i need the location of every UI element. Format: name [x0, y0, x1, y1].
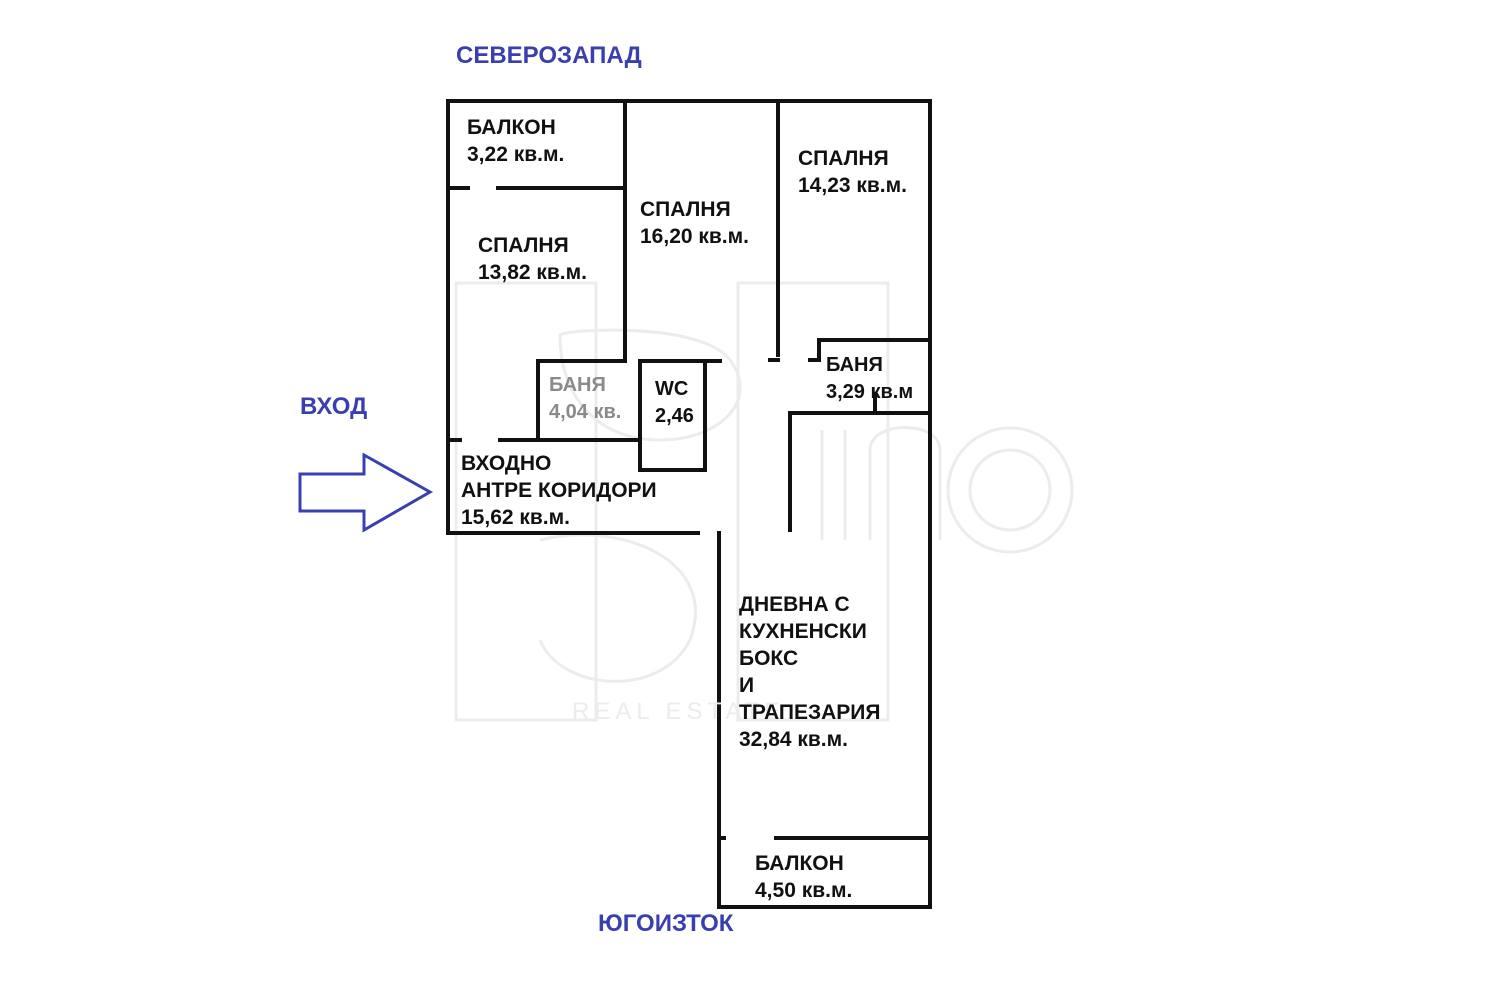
room-area: 14,23 кв.м.	[798, 174, 908, 197]
room-area: 32,84 кв.м.	[739, 728, 849, 751]
room-area: 13,82 кв.м.	[478, 261, 588, 284]
room-bathroom-1: БАНЯ 4,04 кв.	[549, 372, 621, 426]
entrance-arrow	[298, 452, 434, 533]
room-name: СПАЛНЯ	[640, 198, 731, 221]
room-name-line1: ДНЕВНА С	[739, 593, 850, 616]
room-area: 16,20 кв.м.	[640, 225, 750, 248]
watermark-logo	[454, 281, 1074, 722]
room-name-line1: ВХОДНО	[461, 452, 552, 475]
entrance-label: ВХОД	[300, 393, 368, 420]
room-name-line5: ТРАПЕЗАРИЯ	[739, 701, 881, 724]
room-name: СПАЛНЯ	[798, 147, 889, 170]
room-area: 15,62 кв.м.	[461, 506, 571, 529]
room-name: БАНЯ	[826, 354, 883, 376]
room-name: БАНЯ	[549, 374, 606, 396]
walls	[446, 99, 932, 909]
room-wc: WC 2,46	[655, 376, 694, 430]
watermark-tagline: REAL ESTATE	[572, 698, 786, 725]
room-bedroom-1: СПАЛНЯ 13,82 кв.м.	[478, 232, 587, 286]
room-bathroom-2: БАНЯ 3,29 кв.м	[826, 352, 913, 406]
room-area: 2,46	[655, 405, 694, 427]
direction-south-label: ЮГОИЗТОК	[598, 910, 734, 937]
room-name-line2: АНТРЕ КОРИДОРИ	[461, 479, 657, 502]
room-name: СПАЛНЯ	[478, 234, 569, 257]
room-name-line4: И	[739, 674, 755, 697]
room-living: ДНЕВНА С КУХНЕНСКИ БОКС И ТРАПЕЗАРИЯ 32,…	[739, 591, 881, 753]
room-bedroom-2: СПАЛНЯ 16,20 кв.м.	[640, 196, 749, 250]
room-balcony-nw: БАЛКОН 3,22 кв.м.	[467, 114, 564, 168]
room-hallway: ВХОДНО АНТРЕ КОРИДОРИ 15,62 кв.м.	[461, 450, 657, 531]
room-name: БАЛКОН	[467, 116, 556, 139]
direction-north-label: СЕВЕРОЗАПАД	[456, 42, 642, 69]
room-name: WC	[655, 378, 689, 400]
room-name: БАЛКОН	[755, 852, 844, 875]
room-bedroom-3: СПАЛНЯ 14,23 кв.м.	[798, 145, 907, 199]
room-area: 4,04 кв.	[549, 401, 622, 423]
room-name-line3: БОКС	[739, 647, 799, 670]
room-balcony-se: БАЛКОН 4,50 кв.м.	[755, 850, 852, 904]
room-area: 3,22 кв.м.	[467, 143, 565, 166]
room-area: 3,29 кв.м	[826, 381, 914, 403]
room-area: 4,50 кв.м.	[755, 879, 853, 902]
room-name-line2: КУХНЕНСКИ	[739, 620, 867, 643]
